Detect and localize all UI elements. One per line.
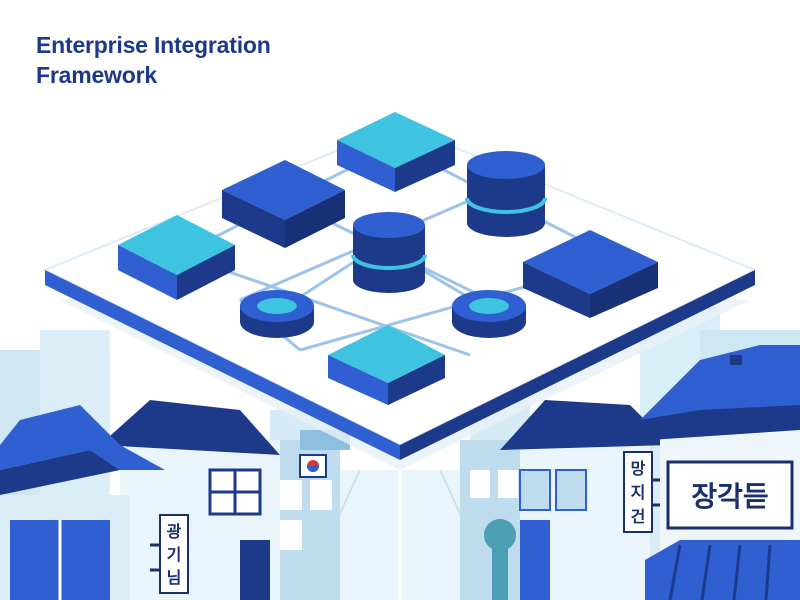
right-vertical-sign: 망 지 건 bbox=[623, 451, 662, 533]
right-shops bbox=[460, 440, 530, 600]
module-box-left bbox=[118, 215, 235, 300]
title-line-1: Enterprise Integration bbox=[36, 32, 271, 58]
left-sign-char-3: 님 bbox=[167, 568, 182, 587]
left-sign-char-2: 기 bbox=[167, 545, 182, 564]
database-center bbox=[351, 212, 427, 293]
module-box-top bbox=[337, 112, 455, 192]
right-sign-text: 장각듣 bbox=[691, 480, 768, 513]
left-sign-char-1: 광 bbox=[167, 522, 182, 541]
left-hanok: 광 기 님 bbox=[0, 400, 280, 600]
left-shops bbox=[270, 430, 350, 600]
right-sign-char-2: 지 bbox=[631, 483, 646, 502]
connector-ring-right bbox=[452, 290, 526, 338]
left-vertical-sign: 광 기 님 bbox=[150, 514, 189, 594]
right-sign-char-3: 건 bbox=[631, 507, 646, 526]
module-box-bottom bbox=[328, 325, 445, 405]
title-line-2: Framework bbox=[36, 62, 157, 88]
right-horizontal-sign: 장각듣 bbox=[666, 460, 794, 530]
module-box-right bbox=[523, 230, 658, 318]
database-top-right bbox=[465, 151, 547, 237]
integration-platform bbox=[42, 112, 758, 470]
flag-icon bbox=[299, 454, 327, 478]
right-hanok: 망 지 건 장각듣 bbox=[500, 345, 800, 600]
module-box-upper-left bbox=[222, 160, 345, 248]
page-title: Enterprise Integration Framework bbox=[36, 30, 356, 90]
right-sign-char-1: 망 bbox=[631, 459, 646, 478]
connector-ring-left bbox=[240, 290, 314, 338]
